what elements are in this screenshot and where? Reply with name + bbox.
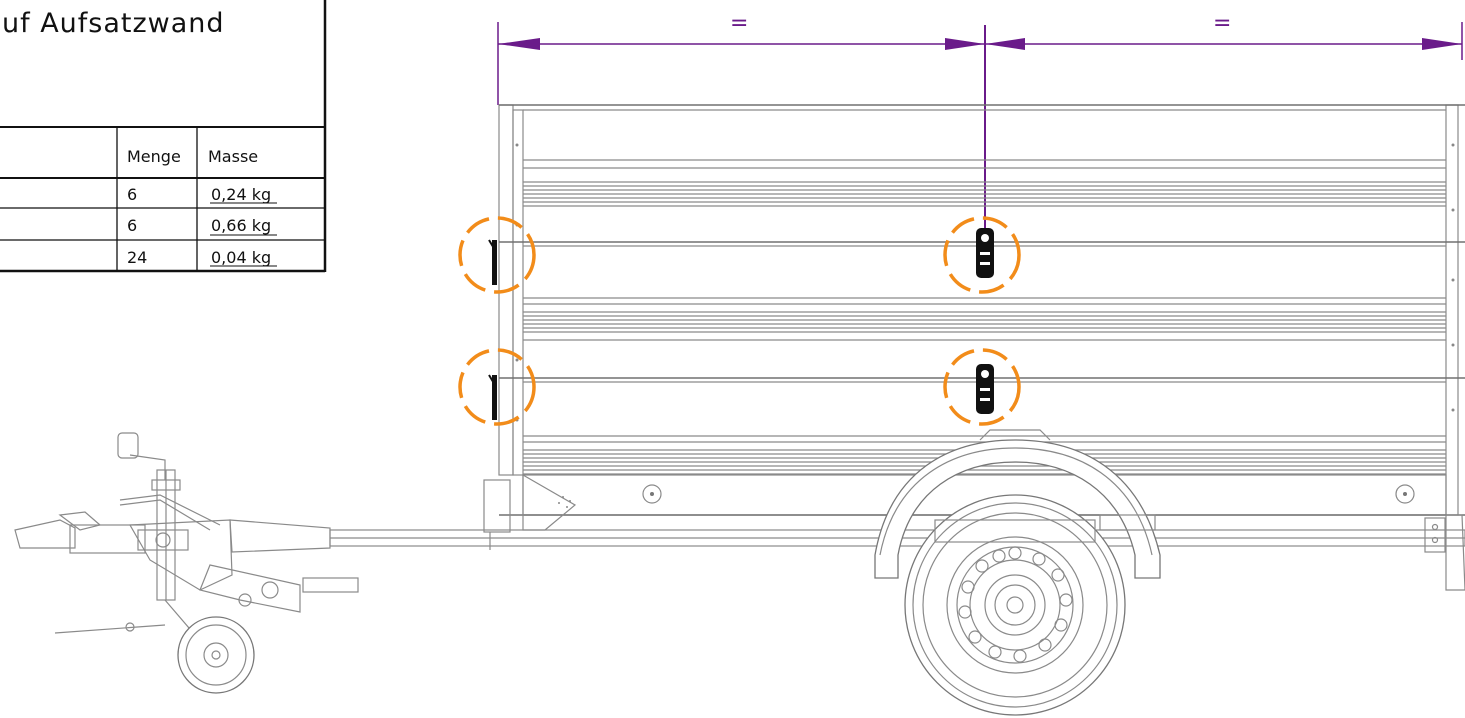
hinge-marker-circle (458, 216, 536, 294)
drawbar-assembly (14, 432, 511, 694)
cell-masse-3: 0,04 kg (211, 248, 271, 267)
arrow-head (498, 38, 540, 50)
latch-marker-circle (943, 216, 1021, 294)
arrow-head (1422, 38, 1462, 50)
header-masse: Masse (208, 147, 258, 166)
latch-marker-circle (943, 348, 1021, 426)
header-menge: Menge (127, 147, 181, 166)
cell-menge-2: 6 (127, 216, 137, 235)
parts-table: Menge Masse 6 0,24 kg 6 0,66 kg 24 0,04 … (0, 127, 325, 273)
dimension-line (497, 22, 1463, 230)
arrow-head (985, 38, 1025, 50)
dimension-label-left: = (730, 11, 748, 36)
hinge-icon (488, 374, 497, 420)
title-heading: uf Aufsatzwand (2, 8, 225, 39)
latch-icon (976, 228, 994, 278)
hinge-icon (488, 239, 497, 285)
dimension-label-right: = (1213, 11, 1231, 36)
hinge-marker-circle (458, 348, 536, 426)
cell-masse-2: 0,66 kg (211, 216, 271, 235)
wheel-assembly (874, 429, 1161, 716)
title-block: uf Aufsatzwand (0, 0, 327, 272)
arrow-head (945, 38, 985, 50)
latch-icon (976, 364, 994, 414)
cell-menge-1: 6 (127, 185, 137, 204)
cell-menge-3: 24 (127, 248, 147, 267)
cell-masse-1: 0,24 kg (211, 185, 271, 204)
